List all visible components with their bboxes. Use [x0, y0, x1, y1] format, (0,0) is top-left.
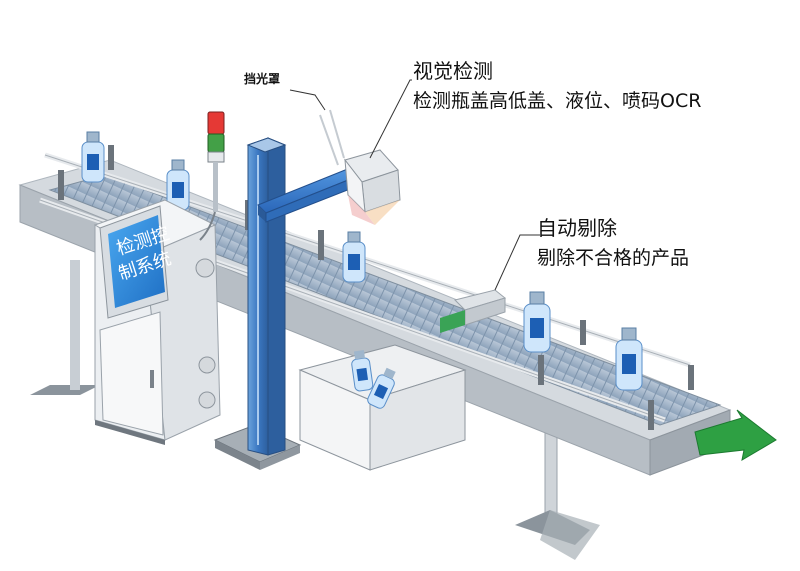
- control-screen: [108, 215, 165, 308]
- bottle-icon: [615, 327, 643, 391]
- bottle-icon: [351, 350, 374, 392]
- reject-description: 剔除不合格的产品: [537, 247, 690, 269]
- camera-icon: [344, 149, 401, 225]
- bottles: [81, 131, 643, 391]
- light-shield: [319, 109, 345, 166]
- conveyor-leg-right: [515, 404, 600, 560]
- light-shield-label: 挡光罩: [244, 72, 281, 86]
- bottle-icon: [342, 231, 366, 283]
- bottle-icon: [166, 159, 190, 211]
- bottle-icon: [523, 291, 551, 353]
- warning-light-icon: [199, 111, 225, 241]
- bottle-icon: [367, 367, 396, 409]
- control-cabinet: [93, 199, 221, 445]
- callout-lines: [289, 79, 540, 291]
- reject-bin: [298, 344, 467, 471]
- bottle-icon: [81, 131, 105, 183]
- arrow-out-icon: [694, 409, 777, 461]
- conveyor-leg-left: [30, 260, 100, 395]
- vision-title: 视觉检测: [413, 59, 493, 83]
- reject-title: 自动剔除: [537, 216, 617, 240]
- reject-unit: [440, 289, 507, 333]
- vision-description: 检测瓶盖高低盖、液位、喷码OCR: [413, 90, 702, 112]
